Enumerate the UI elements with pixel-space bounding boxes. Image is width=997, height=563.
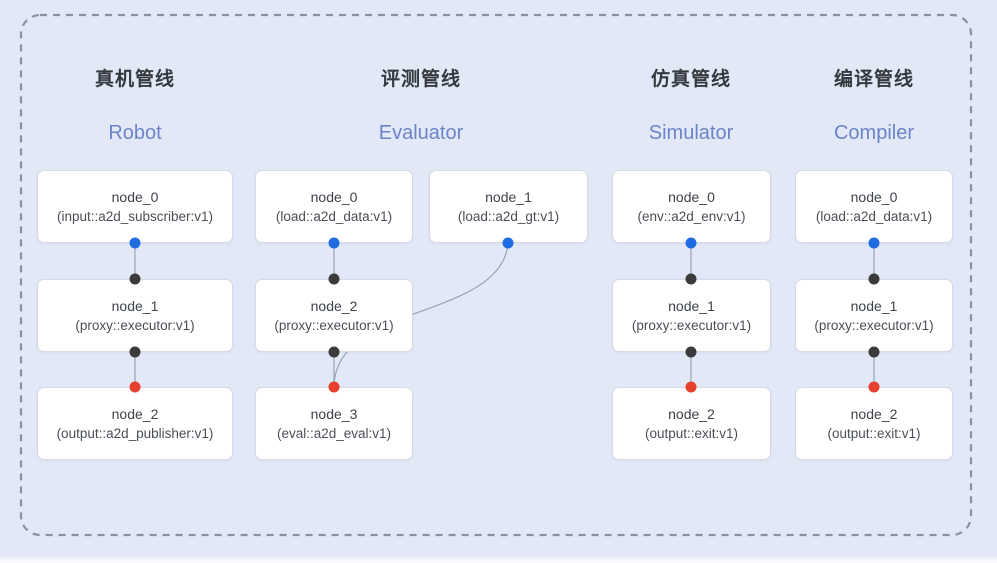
node-impl: (env::a2d_env:v1) <box>637 208 746 224</box>
node-impl: (proxy::executor:v1) <box>814 317 934 333</box>
node-impl: (output::a2d_publisher:v1) <box>56 425 214 441</box>
input-port-dot <box>685 346 697 358</box>
node-name: node_2 <box>668 405 715 422</box>
dashed-border <box>19 13 973 537</box>
node-card-compiler-node_0[interactable]: node_0 (load::a2d_data:v1) <box>795 170 953 243</box>
node-card-robot-node_2[interactable]: node_2 (output::a2d_publisher:v1) <box>37 387 233 460</box>
edge-curve-gt-to-eval <box>333 243 509 388</box>
node-card-evaluator-node_2[interactable]: node_2 (proxy::executor:v1) <box>255 279 413 352</box>
node-impl: (load::a2d_data:v1) <box>815 208 933 224</box>
node-name: node_0 <box>310 188 358 205</box>
node-impl: (output::exit:v1) <box>644 425 739 441</box>
node-name: node_0 <box>850 188 898 205</box>
input-port-dot <box>129 273 141 285</box>
terminal-port-dot <box>868 381 880 393</box>
node-name: node_1 <box>668 297 715 314</box>
output-port-dot <box>502 237 514 249</box>
node-card-robot-node_1[interactable]: node_1 (proxy::executor:v1) <box>37 279 233 352</box>
pipeline-title-zh-compiler: 编译管线 <box>833 69 915 90</box>
node-card-simulator-node_0[interactable]: node_0 (env::a2d_env:v1) <box>612 170 771 243</box>
input-port-dot <box>328 346 340 358</box>
node-card-evaluator-node_1[interactable]: node_1 (load::a2d_gt:v1) <box>429 170 588 243</box>
node-name: node_0 <box>111 188 159 205</box>
node-card-evaluator-node_3[interactable]: node_3 (eval::a2d_eval:v1) <box>255 387 413 460</box>
input-port-dot <box>129 346 141 358</box>
pipeline-title-zh-evaluator: 评测管线 <box>380 69 462 90</box>
node-card-compiler-node_1[interactable]: node_1 (proxy::executor:v1) <box>795 279 953 352</box>
node-impl: (load::a2d_gt:v1) <box>457 208 560 224</box>
terminal-port-dot <box>328 381 340 393</box>
node-name: node_1 <box>485 188 532 205</box>
output-port-dot <box>129 237 141 249</box>
node-name: node_1 <box>111 297 159 314</box>
input-port-dot <box>328 273 340 285</box>
node-card-simulator-node_1[interactable]: node_1 (proxy::executor:v1) <box>612 279 771 352</box>
output-port-dot <box>685 237 697 249</box>
output-port-dot <box>328 237 340 249</box>
node-impl: (eval::a2d_eval:v1) <box>276 425 392 441</box>
input-port-dot <box>868 346 880 358</box>
node-name: node_2 <box>111 405 159 422</box>
pipeline-title-en-robot: Robot <box>108 122 162 144</box>
node-card-simulator-node_2[interactable]: node_2 (output::exit:v1) <box>612 387 771 460</box>
pipeline-title-en-compiler: Compiler <box>833 122 915 144</box>
node-impl: (load::a2d_data:v1) <box>275 208 393 224</box>
pipeline-title-zh-robot: 真机管线 <box>94 69 176 90</box>
input-port-dot <box>868 273 880 285</box>
bottom-fade <box>0 555 997 563</box>
pipeline-title-zh-simulator: 仿真管线 <box>650 69 732 90</box>
node-name: node_3 <box>310 405 358 422</box>
node-card-robot-node_0[interactable]: node_0 (input::a2d_subscriber:v1) <box>37 170 233 243</box>
node-card-evaluator-node_0[interactable]: node_0 (load::a2d_data:v1) <box>255 170 413 243</box>
terminal-port-dot <box>129 381 141 393</box>
node-impl: (proxy::executor:v1) <box>631 317 752 333</box>
node-impl: (output::exit:v1) <box>827 425 921 441</box>
node-impl: (proxy::executor:v1) <box>274 317 394 333</box>
node-impl: (proxy::executor:v1) <box>75 317 195 333</box>
node-impl: (input::a2d_subscriber:v1) <box>56 208 214 224</box>
input-port-dot <box>685 273 697 285</box>
pipeline-title-en-evaluator: Evaluator <box>378 122 464 144</box>
node-card-compiler-node_2[interactable]: node_2 (output::exit:v1) <box>795 387 953 460</box>
output-port-dot <box>868 237 880 249</box>
pipeline-title-en-simulator: Simulator <box>648 122 734 144</box>
node-name: node_2 <box>850 405 898 422</box>
node-name: node_2 <box>310 297 358 314</box>
node-name: node_1 <box>850 297 898 314</box>
terminal-port-dot <box>685 381 697 393</box>
node-name: node_0 <box>668 188 715 205</box>
